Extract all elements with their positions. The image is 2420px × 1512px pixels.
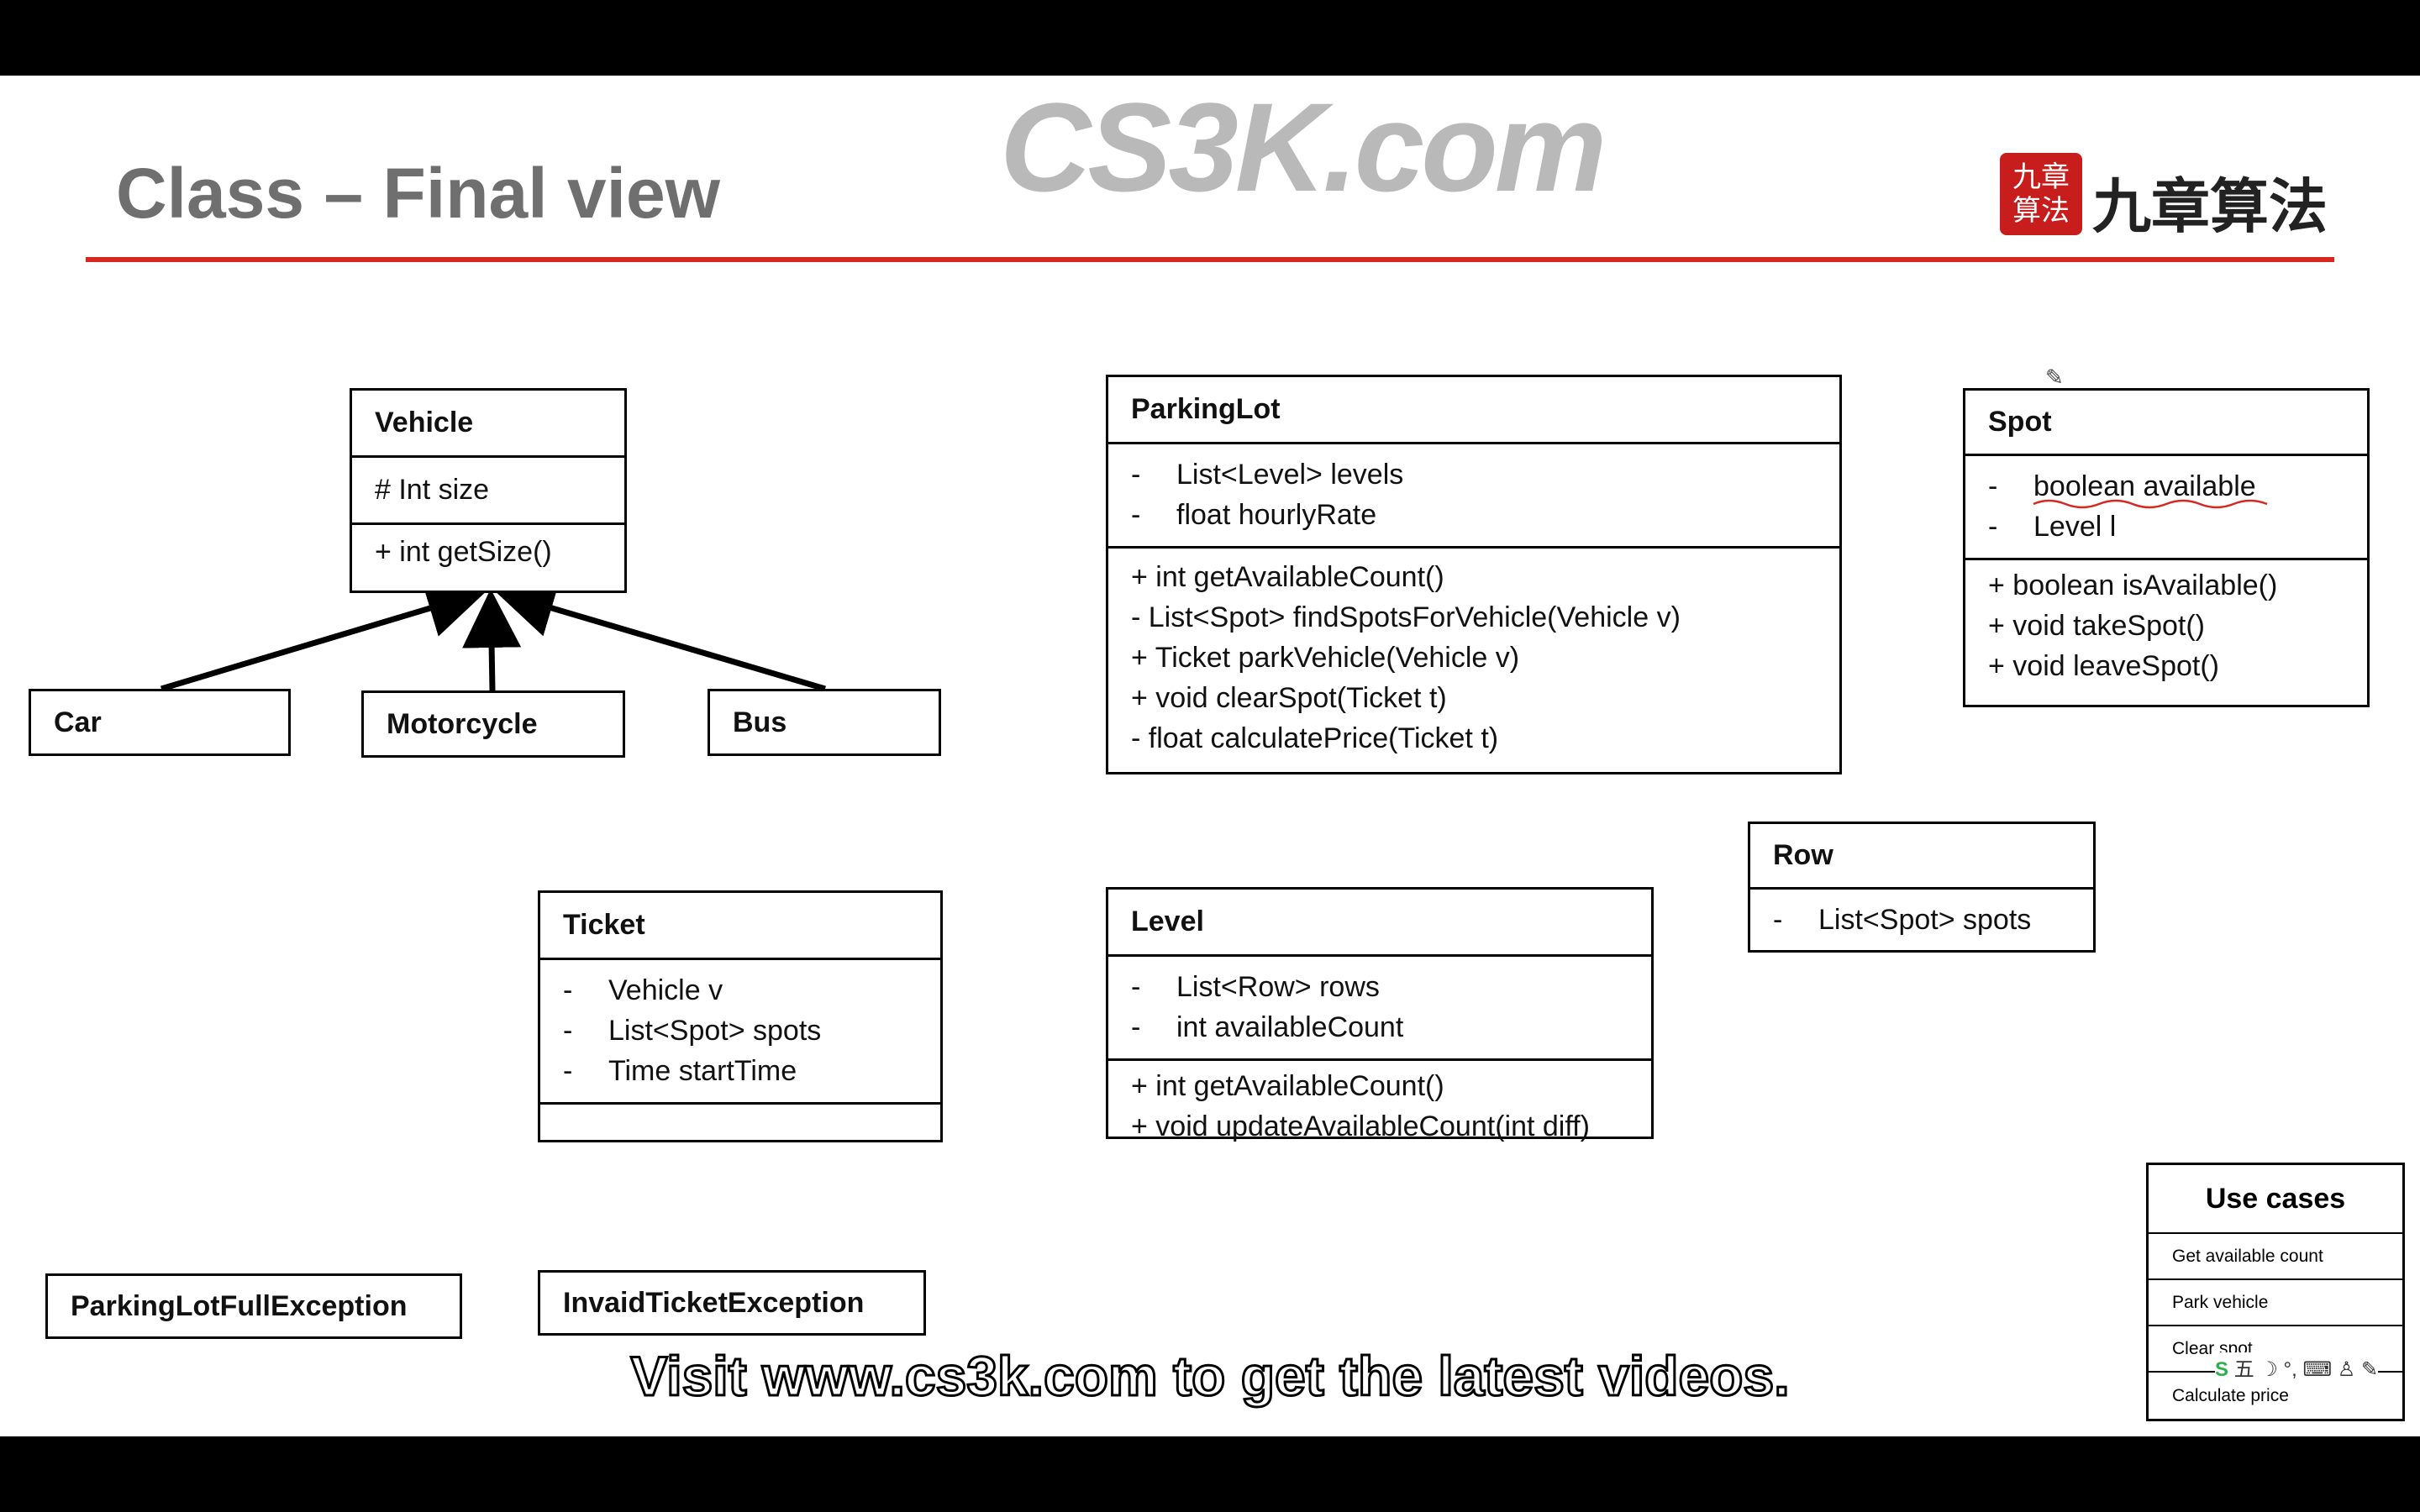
ime-toolbar-buttons[interactable]: 五 ☽ °, ⌨ ♙ ✎ <box>2233 1358 2379 1381</box>
attribute: -List<Row> rows <box>1131 971 1380 1003</box>
use-case-item: Park vehicle <box>2149 1280 2402 1326</box>
method: + void updateAvailableCount(int diff) <box>1131 1110 1590 1142</box>
attribute: -List<Spot> spots <box>1773 904 2032 936</box>
method: + void leaveSpot() <box>1988 650 2219 682</box>
class-ticket: Ticket -Vehicle v -List<Spot> spots -Tim… <box>538 890 943 1142</box>
title-divider <box>86 257 2334 262</box>
class-level-attributes: -List<Row> rows -int availableCount <box>1108 957 1651 1061</box>
method: - List<Spot> findSpotsForVehicle(Vehicle… <box>1131 601 1681 633</box>
watermark: CS3K.com <box>1000 76 1607 218</box>
use-cases-title: Use cases <box>2149 1165 2402 1234</box>
method: + int getSize() <box>375 536 552 568</box>
class-ticket-name: Ticket <box>540 893 940 960</box>
class-row-name: Row <box>1750 824 2093 890</box>
logo-seal-text: 九章算法 <box>2012 160 2070 228</box>
attribute: -float hourlyRate <box>1131 499 1377 531</box>
class-vehicle: Vehicle # Int size + int getSize() <box>350 388 627 593</box>
class-bus: Bus <box>708 689 941 756</box>
pen-cursor-icon: ✎ <box>2045 365 2064 390</box>
attribute: -boolean available <box>1988 470 2256 502</box>
attribute: -List<Level> levels <box>1131 459 1404 491</box>
ime-toolbar[interactable]: S 五 ☽ °, ⌨ ♙ ✎ <box>2215 1352 2379 1382</box>
method: + void clearSpot(Ticket t) <box>1131 682 1447 714</box>
logo-seal: 九章算法 <box>2000 153 2082 235</box>
ime-logo-icon[interactable]: S <box>2215 1358 2229 1381</box>
attribute: # Int size <box>375 474 490 506</box>
class-parkinglot-name: ParkingLot <box>1108 377 1839 444</box>
inheritance-arrows <box>160 580 826 692</box>
class-level-methods: + int getAvailableCount() + void updateA… <box>1108 1061 1651 1147</box>
attribute: -int availableCount <box>1131 1011 1404 1043</box>
class-parkinglot-attributes: -List<Level> levels -float hourlyRate <box>1108 444 1839 549</box>
class-spot-name: Spot <box>1965 391 2367 456</box>
attribute: -Vehicle v <box>563 974 723 1006</box>
class-row: Row -List<Spot> spots <box>1748 822 2096 953</box>
class-car: Car <box>29 689 291 756</box>
method: + int getAvailableCount() <box>1131 1070 1444 1102</box>
class-vehicle-attributes: # Int size <box>352 458 624 525</box>
method: + void takeSpot() <box>1988 610 2205 642</box>
class-invalid-ticket-exception: InvaidTicketException <box>538 1270 926 1336</box>
red-underline-annotation <box>2033 499 2268 509</box>
logo-text: 九章算法 <box>2092 171 2328 241</box>
class-row-attributes: -List<Spot> spots <box>1750 890 2093 940</box>
use-case-item: Get available count <box>2149 1234 2402 1280</box>
arrow-car-to-vehicle <box>160 580 487 692</box>
class-vehicle-methods: + int getSize() <box>352 525 624 572</box>
class-level: Level -List<Row> rows -int availableCoun… <box>1106 887 1654 1142</box>
attribute: -Level l <box>1988 511 2117 543</box>
attribute: -List<Spot> spots <box>563 1015 822 1047</box>
class-parkinglot: ParkingLot -List<Level> levels -float ho… <box>1106 375 1842 774</box>
class-parkinglot-methods: + int getAvailableCount() - List<Spot> f… <box>1108 549 1839 759</box>
class-vehicle-name: Vehicle <box>352 391 624 458</box>
class-spot-attributes: -boolean available -Level l <box>1965 456 2367 560</box>
video-caption: Visit www.cs3k.com to get the latest vid… <box>629 1344 1791 1409</box>
class-spot: Spot -boolean available -Level l + boole… <box>1963 388 2370 707</box>
method: + int getAvailableCount() <box>1131 561 1444 593</box>
method: + boolean isAvailable() <box>1988 570 2278 601</box>
class-ticket-methods <box>540 1105 940 1125</box>
arrow-bus-to-vehicle <box>495 580 826 692</box>
class-parkinglot-full-exception: ParkingLotFullException <box>45 1273 462 1339</box>
class-spot-methods: + boolean isAvailable() + void takeSpot(… <box>1965 560 2367 686</box>
use-case-item: Calculate price <box>2172 1385 2289 1405</box>
class-motorcycle: Motorcycle <box>361 690 625 758</box>
class-ticket-attributes: -Vehicle v -List<Spot> spots -Time start… <box>540 960 940 1105</box>
slide-title: Class – Final view <box>116 154 721 233</box>
arrow-motorcycle-to-vehicle <box>462 589 522 691</box>
attribute: -Time startTime <box>563 1055 797 1087</box>
slide: CS3K.com Class – Final view 九章算法 九章算法 Ve… <box>0 76 2420 1436</box>
method: - float calculatePrice(Ticket t) <box>1131 722 1499 754</box>
class-level-name: Level <box>1108 890 1651 957</box>
method: + Ticket parkVehicle(Vehicle v) <box>1131 642 1520 674</box>
